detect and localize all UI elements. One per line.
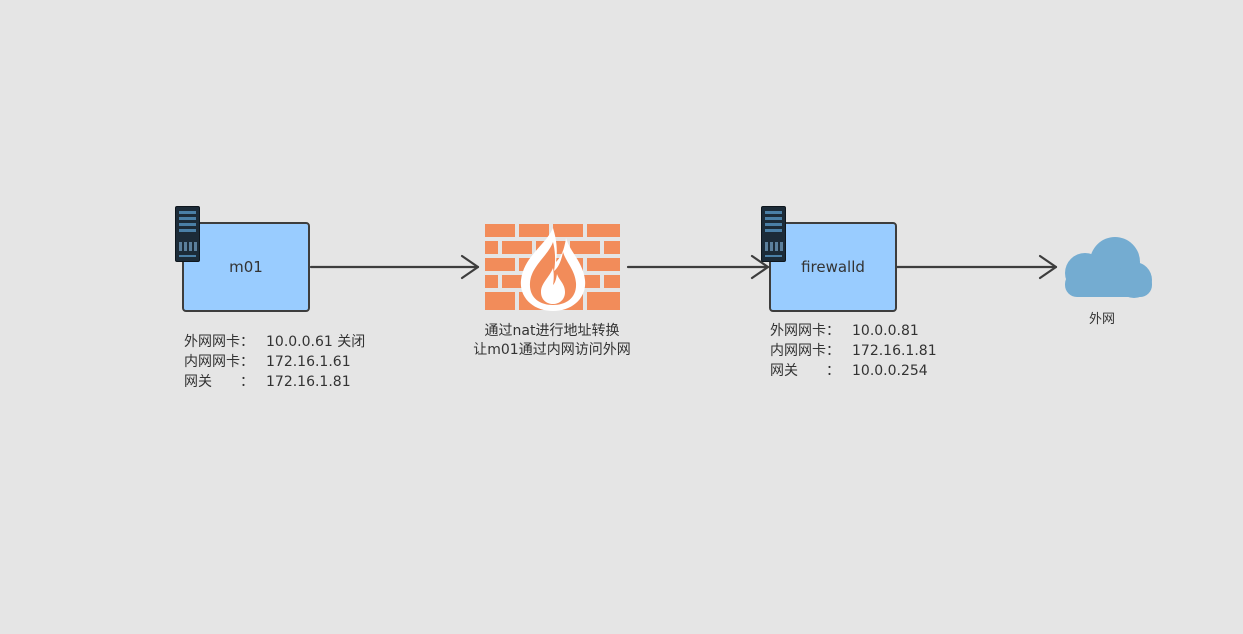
m01-info: 外网网卡：10.0.0.61 关闭 内网网卡：172.16.1.61 网关 ：1… <box>184 332 365 392</box>
arrow-icon <box>895 254 1058 280</box>
node-label: firewalld <box>801 258 865 276</box>
info-row: 外网网卡：10.0.0.81 <box>770 323 919 339</box>
node-label: m01 <box>229 258 263 276</box>
caption-line: 让m01通过内网访问外网 <box>473 342 631 358</box>
arrow-icon <box>626 254 770 280</box>
cloud-label: 外网 <box>1089 312 1116 327</box>
info-row: 内网网卡：172.16.1.81 <box>770 343 937 359</box>
info-row: 外网网卡：10.0.0.61 关闭 <box>184 334 366 350</box>
node-m01[interactable]: m01 <box>182 222 310 312</box>
server-icon <box>175 206 200 262</box>
firewall-caption: 通过nat进行地址转换 让m01通过内网访问外网 <box>452 322 652 360</box>
server-icon <box>761 206 786 262</box>
arrow-icon <box>309 254 480 280</box>
info-row: 内网网卡：172.16.1.61 <box>184 354 351 370</box>
firewall-icon <box>485 224 620 311</box>
node-firewalld[interactable]: firewalld <box>769 222 897 312</box>
firewalld-info: 外网网卡：10.0.0.81 内网网卡：172.16.1.81 网关 ：10.0… <box>770 321 937 381</box>
caption-line: 通过nat进行地址转换 <box>484 323 620 339</box>
cloud-icon <box>1065 237 1152 298</box>
info-row: 网关 ：10.0.0.254 <box>770 363 928 379</box>
info-row: 网关 ：172.16.1.81 <box>184 374 351 390</box>
